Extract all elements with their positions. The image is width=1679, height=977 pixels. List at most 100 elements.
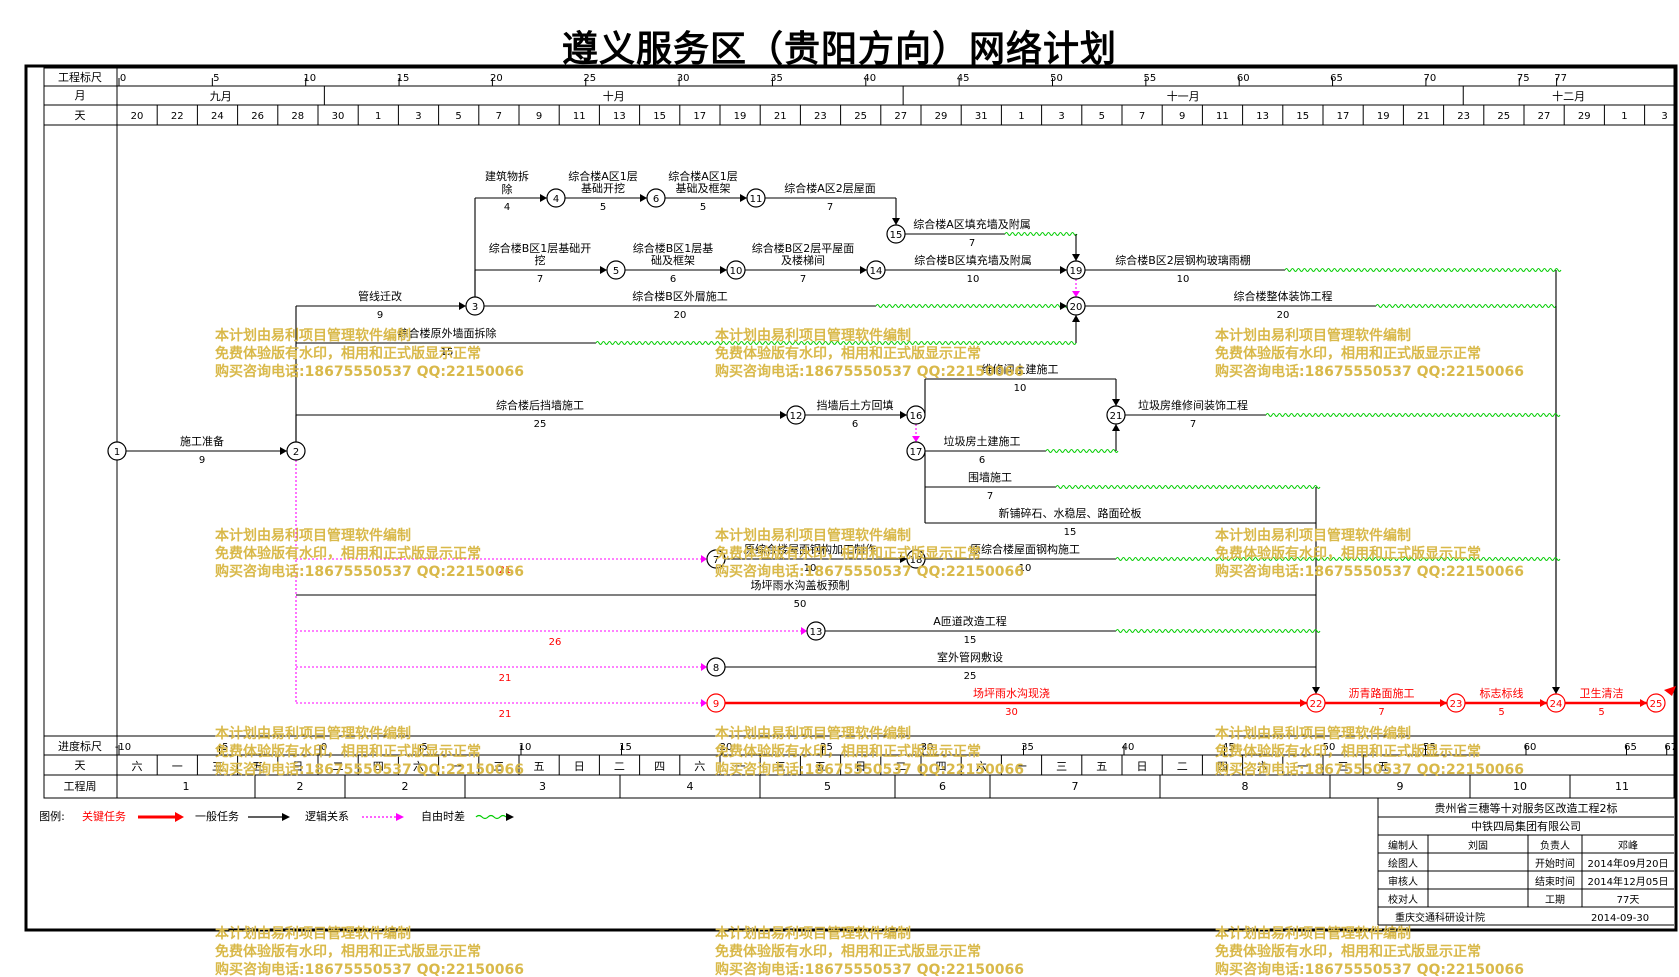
info-company: 中铁四局集团有限公司 [1471,819,1581,833]
day-cell: 17 [1337,111,1350,122]
free-float-wave [1265,413,1561,417]
weekday-cell: 一 [172,760,183,773]
legend-normal-arrow [282,813,290,821]
day-cell: 22 [171,111,184,122]
day-cell: 3 [1661,111,1667,122]
task-name: 施工准备 [180,434,224,448]
weekday-cell: 一 [453,760,464,773]
arrow-head [1440,699,1447,707]
weekday-cell: 一 [735,760,746,773]
arrow-head [900,555,907,563]
week-cell: 4 [687,780,694,793]
watermark-text: 免费体验版有水印，相用和正式版显示正常 [215,943,481,960]
watermark-text: 购买咨询电话:18675550537 QQ:22150066 [715,363,1024,380]
node-number: 9 [713,699,719,710]
task-duration: 10 [967,274,980,285]
node-number: 20 [1070,302,1083,313]
scale-tick-label: 10 [303,73,316,84]
node-circle [706,549,726,569]
watermark-text: 本计划由易利项目管理软件编制 [715,725,911,742]
float-label: 21 [499,565,512,576]
week-cell: 6 [939,780,946,793]
scale-tick-label: 5 [213,73,219,84]
progress-tick-label: 15 [619,742,632,753]
task-duration: 10 [804,563,817,574]
day-cell: 27 [1538,111,1551,122]
watermark-text: 本计划由易利项目管理软件编制 [1215,327,1411,344]
arrow-head [801,627,807,635]
node-circle [1546,693,1566,713]
watermark-text: 本计划由易利项目管理软件编制 [1215,725,1411,742]
node-number: 21 [1110,411,1123,422]
free-float-wave [1004,232,1078,236]
watermark-text: 免费体验版有水印，相用和正式版显示正常 [215,345,481,362]
node-circle [1106,405,1126,425]
watermark-text: 购买咨询电话:18675550537 QQ:22150066 [1215,961,1524,977]
watermark-text: 购买咨询电话:18675550537 QQ:22150066 [1215,761,1524,778]
watermark-text: 免费体验版有水印，相用和正式版显示正常 [1215,545,1481,562]
node-circle [1446,693,1466,713]
arrow-head [1060,266,1067,274]
month-label-cell: 十月 [603,89,625,103]
outer-frame [24,64,1678,932]
arrow-head [600,266,607,274]
task-duration: 10 [1014,383,1027,394]
arrow-head [912,436,920,442]
weekday-cell: 二 [333,760,344,773]
task-duration: 5 [1498,707,1504,718]
task-name: 综合楼B区1层基础开 [489,241,592,255]
node-number: 6 [653,194,659,205]
weekday-cell: 三 [1056,760,1067,773]
watermark-text: 本计划由易利项目管理软件编制 [215,725,411,742]
task-duration: 9 [199,455,205,466]
scale-tick-label: 35 [770,73,783,84]
weekday-cell: 三 [1338,760,1349,773]
arrow-head [701,663,707,671]
info-cell: 刘固 [1468,840,1488,852]
watermark-text: 购买咨询电话:18675550537 QQ:22150066 [215,363,524,380]
weekday-cell: 日 [292,760,303,773]
node-number: 15 [890,230,903,241]
node-circle [1646,693,1666,713]
task-duration: 4 [504,202,510,213]
scale-tick-label: 75 [1517,73,1530,84]
month-label-cell: 十一月 [1167,89,1200,103]
day-cell: 1 [1621,111,1627,122]
legend-logic-arrow [396,813,404,821]
day-cell: 31 [975,111,988,122]
weekday-cell: 二 [614,760,625,773]
weekday-cell: 二 [895,760,906,773]
task-duration: 7 [1378,707,1384,718]
arrow-head [892,218,900,225]
chart-frame [43,67,1675,799]
task-duration: 25 [964,671,977,682]
node-circle [465,296,485,316]
node-number: 18 [910,555,923,566]
task-duration: 7 [969,238,975,249]
task-duration: 7 [800,274,806,285]
arrow-head [280,447,287,455]
node-circle [1066,296,1086,316]
weekday-cell: 日 [1137,760,1148,773]
day-label: 天 [75,109,86,122]
task-name: 沥青路面施工 [1349,687,1415,700]
weekday-cell: 五 [1378,760,1389,773]
weekday-cell: 日 [855,760,866,773]
day-cell: 21 [774,111,787,122]
legend-title: 图例: [39,809,65,823]
task-name: 场坪雨水沟现浇 [973,686,1050,700]
watermark-text: 购买咨询电话:18675550537 QQ:22150066 [715,961,1024,977]
task-duration: 20 [1277,310,1290,321]
node-circle [646,188,666,208]
arrow-head [701,555,707,563]
day-cell: 15 [653,111,666,122]
watermark-text: 购买咨询电话:18675550537 QQ:22150066 [215,563,524,580]
node-circle [786,405,806,425]
node-number: 1 [114,447,120,458]
watermark-text: 购买咨询电话:18675550537 QQ:22150066 [1215,363,1524,380]
progress-label: 进度标尺 [58,739,102,753]
free-float-wave [595,341,1077,345]
progress-tick-label: 55 [1423,742,1436,753]
node-number: 2 [293,447,299,458]
